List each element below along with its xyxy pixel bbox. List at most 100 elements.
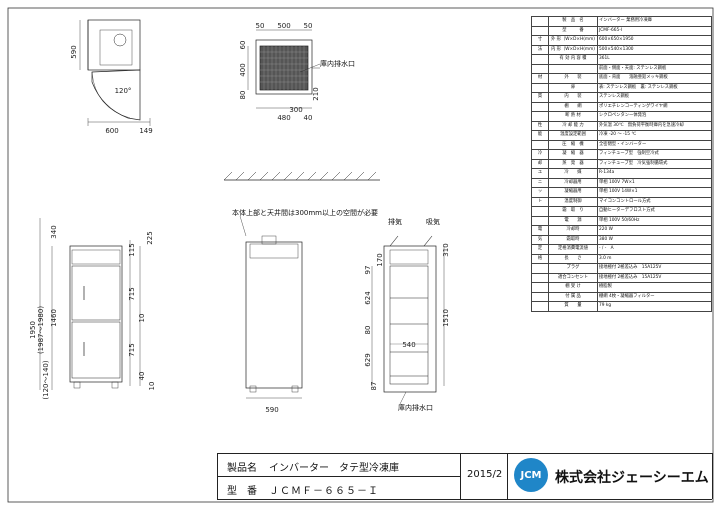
spec-row: 材外 装底面・背面 溶融亜鉛メッキ鋼板 bbox=[531, 73, 712, 84]
spec-cat: ユ bbox=[531, 168, 549, 179]
spec-cat: 却 bbox=[531, 158, 549, 169]
spec-row: 製 品 名インバーター 業務用冷凍庫 bbox=[531, 16, 712, 27]
spec-sub: 扉 bbox=[548, 82, 598, 93]
front-dim-40: 40 bbox=[138, 372, 146, 381]
spec-sub: 温度制御 bbox=[548, 196, 598, 207]
section-dim-624: 624 bbox=[364, 291, 372, 305]
spec-val: 底面・背面 溶融亜鉛メッキ鋼板 bbox=[597, 73, 712, 84]
spec-sub: 長 さ bbox=[548, 253, 598, 264]
spec-val: インバーター 業務用冷凍庫 bbox=[597, 16, 712, 27]
spec-row: 圧 縮 機全密閉型・インバーター bbox=[531, 139, 712, 150]
spec-row: 棚 受 け樹脂製 bbox=[531, 282, 712, 293]
spec-cat bbox=[531, 25, 549, 36]
section-dim-310: 310 bbox=[442, 243, 450, 256]
spec-row: 適合コンセント接地極付 2極差込み 15A125V bbox=[531, 272, 712, 283]
section-dim-629: 629 bbox=[364, 353, 372, 366]
section-dim-170: 170 bbox=[376, 253, 384, 266]
spec-val: 冷凍 -20 ～ -15 ℃ bbox=[597, 130, 712, 141]
model-number: ＪＣＭＦ－６６５－Ｉ bbox=[269, 486, 379, 497]
spec-val: 3.0 m bbox=[597, 253, 712, 264]
spec-cat bbox=[531, 63, 549, 74]
spec-val: 単相 100V 7W×1 bbox=[597, 177, 712, 188]
spec-val: フィンチューブ型 強制空冷式 bbox=[597, 149, 712, 160]
spec-cat: 格 bbox=[531, 253, 549, 264]
spec-val: フィンチューブ型 冷気強制循環式 bbox=[597, 158, 712, 169]
section-dim-1510: 1510 bbox=[442, 309, 450, 327]
spec-row: 断 熱 材シクロペンタン一体発泡 bbox=[531, 111, 712, 122]
section-view bbox=[371, 235, 445, 393]
spec-sub: 内 形（W×D×H(mm) bbox=[548, 44, 598, 55]
spec-sub: 外 形（W×D×H(mm) bbox=[548, 35, 598, 46]
spec-sub: 定格消費電流値 bbox=[548, 244, 598, 255]
spec-row: ト温度制御マイコンコントロール方式 bbox=[531, 196, 712, 207]
spec-sub: 内 装 bbox=[548, 92, 598, 103]
spec-cat: ニ bbox=[531, 177, 549, 188]
spec-row: 法内 形（W×D×H(mm)500×540×1300 bbox=[531, 44, 712, 55]
spec-sub bbox=[548, 63, 598, 74]
spec-cat: 冷 bbox=[531, 149, 549, 160]
spec-val: シクロペンタン一体発泡 bbox=[597, 111, 712, 122]
spec-val: 表: ステンレス鋼板 裏: ステンレス鋼板 bbox=[597, 82, 712, 93]
company-name: 株式会社ジェーシーエム bbox=[555, 470, 709, 486]
inner-dim-500: 500 bbox=[277, 22, 290, 30]
spec-val: 棚網 4枚・凝縮器フィルター bbox=[597, 291, 712, 302]
spec-cat bbox=[531, 82, 549, 93]
spec-row: プラグ接地極付 2極差込み 15A125V bbox=[531, 263, 712, 274]
model-label: 型 番 bbox=[227, 486, 257, 497]
spec-row: 前面・側面・天面: ステンレス鋼板 bbox=[531, 63, 712, 74]
spec-cat bbox=[531, 139, 549, 150]
spec-sub: 電 源 bbox=[548, 215, 598, 226]
spec-row: 質内 装ステンレス鋼板 bbox=[531, 92, 712, 103]
spec-val: 220 W bbox=[597, 225, 712, 236]
spec-val: 接地極付 2極差込み 15A125V bbox=[597, 272, 712, 283]
section-dim-87: 87 bbox=[370, 382, 378, 391]
spec-sub: 適合コンセント bbox=[548, 272, 598, 283]
spec-sub: 棚 受 け bbox=[548, 282, 598, 293]
spec-val: マイコンコントロール方式 bbox=[597, 196, 712, 207]
spec-sub: 凝縮器用 bbox=[548, 187, 598, 198]
company-logo: JCM bbox=[514, 458, 548, 492]
spec-sub: 型 番 bbox=[548, 25, 598, 36]
door-angle-dim: 120° bbox=[115, 87, 132, 95]
front-dim-leg-range: (120～140) bbox=[42, 360, 50, 399]
spec-val: 361L bbox=[597, 54, 712, 65]
front-dim-225: 225 bbox=[146, 231, 154, 244]
spec-row: 性冷 却 能 力外気温 30℃ 無負荷平衡時庫内を急速冷却 bbox=[531, 120, 712, 131]
inner-dim-right-50: 50 bbox=[304, 22, 313, 30]
spec-cat: 能 bbox=[531, 130, 549, 141]
product-label: 製品名 bbox=[227, 463, 257, 474]
top-view bbox=[79, 19, 151, 126]
spec-row: ニ冷却器用単相 100V 7W×1 bbox=[531, 177, 712, 188]
front-dim-10b: 10 bbox=[148, 382, 156, 391]
spec-val: 600×650×1950 bbox=[597, 35, 712, 46]
spec-val: 樹脂製 bbox=[597, 282, 712, 293]
front-dim-10a: 10 bbox=[138, 314, 146, 323]
intake-label: 吸気 bbox=[426, 217, 440, 226]
spec-sub: 有 効 内 容 積 bbox=[548, 54, 598, 65]
side-view bbox=[223, 171, 380, 399]
front-dim-115: 115 bbox=[128, 243, 136, 256]
inner-dim-400: 400 bbox=[239, 63, 247, 76]
sheet-border bbox=[7, 7, 714, 503]
front-dim-715-lower: 715 bbox=[128, 343, 136, 356]
inner-drain-label: 庫内排水口 bbox=[320, 59, 355, 68]
spec-sub: 付 属 品 bbox=[548, 291, 598, 302]
spec-sub: 凝 縮 器 bbox=[548, 149, 598, 160]
spec-sub: 外 装 bbox=[548, 73, 598, 84]
spec-cat: 材 bbox=[531, 73, 549, 84]
front-dim-340: 340 bbox=[50, 225, 58, 238]
inner-dim-80: 80 bbox=[239, 91, 247, 100]
spec-row: 付 属 品棚網 4枚・凝縮器フィルター bbox=[531, 291, 712, 302]
spec-cat: ト bbox=[531, 196, 549, 207]
top-view-width-dim: 600 bbox=[105, 127, 118, 135]
inner-dim-left-50: 50 bbox=[256, 22, 265, 30]
spec-sub: 棚 網 bbox=[548, 101, 598, 112]
revision-date: 2015/2 bbox=[467, 469, 503, 480]
spec-cat bbox=[531, 101, 549, 112]
spec-cat bbox=[531, 301, 549, 312]
inner-dim-40: 40 bbox=[304, 114, 313, 122]
